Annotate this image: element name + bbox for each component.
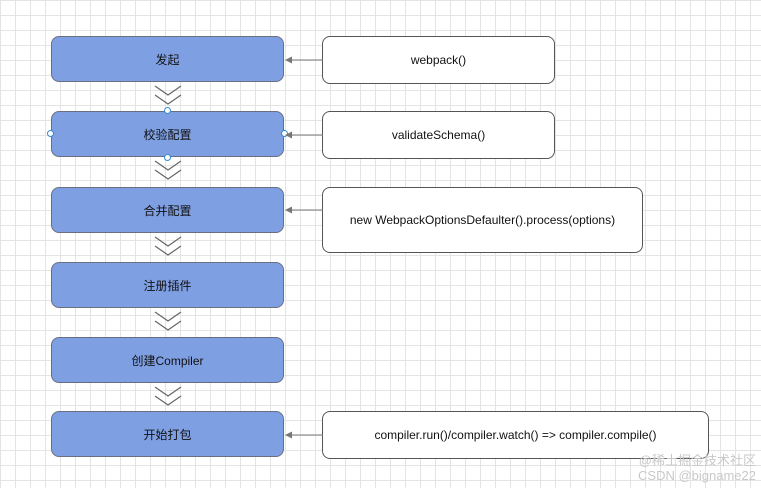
double-chevron-down-icon [154, 236, 182, 256]
step-register-plugins[interactable]: 注册插件 [51, 262, 284, 308]
note-validate-schema[interactable]: validateSchema() [322, 111, 555, 159]
note-webpack-call[interactable]: webpack() [322, 36, 555, 84]
step-validate-config[interactable]: 校验配置 [51, 111, 284, 157]
note-label: webpack() [410, 53, 467, 67]
step-label: 注册插件 [143, 278, 192, 293]
left-arrow-icon [285, 431, 323, 439]
selection-handle-bottom[interactable] [164, 154, 171, 161]
left-arrow-icon [285, 131, 323, 139]
note-options-defaulter[interactable]: new WebpackOptionsDefaulter().process(op… [322, 187, 643, 253]
double-chevron-down-icon [154, 85, 182, 105]
step-label: 发起 [155, 52, 180, 67]
note-label: compiler.run()/compiler.watch() => compi… [374, 428, 657, 442]
step-label: 校验配置 [143, 127, 192, 142]
left-arrow-icon [285, 206, 323, 214]
note-label: validateSchema() [391, 128, 486, 142]
double-chevron-down-icon [154, 160, 182, 180]
step-label: 合并配置 [143, 203, 192, 218]
step-start-bundling[interactable]: 开始打包 [51, 411, 284, 457]
left-arrow-icon [285, 56, 323, 64]
double-chevron-down-icon [154, 311, 182, 331]
selection-handle-top[interactable] [164, 107, 171, 114]
watermark: @稀土掘金技术社区 CSDN @bigname22 [596, 453, 756, 483]
note-compiler-run[interactable]: compiler.run()/compiler.watch() => compi… [322, 411, 709, 459]
step-merge-config[interactable]: 合并配置 [51, 187, 284, 233]
selection-handle-left[interactable] [47, 130, 54, 137]
double-chevron-down-icon [154, 386, 182, 406]
step-label: 开始打包 [143, 427, 192, 442]
note-label: new WebpackOptionsDefaulter().process(op… [349, 213, 616, 227]
watermark-line: CSDN @bigname22 [638, 468, 756, 483]
selection-handle-right[interactable] [281, 130, 288, 137]
watermark-line: @稀土掘金技术社区 [638, 453, 756, 468]
step-label: 创建Compiler [131, 353, 204, 368]
step-launch[interactable]: 发起 [51, 36, 284, 82]
step-create-compiler[interactable]: 创建Compiler [51, 337, 284, 383]
